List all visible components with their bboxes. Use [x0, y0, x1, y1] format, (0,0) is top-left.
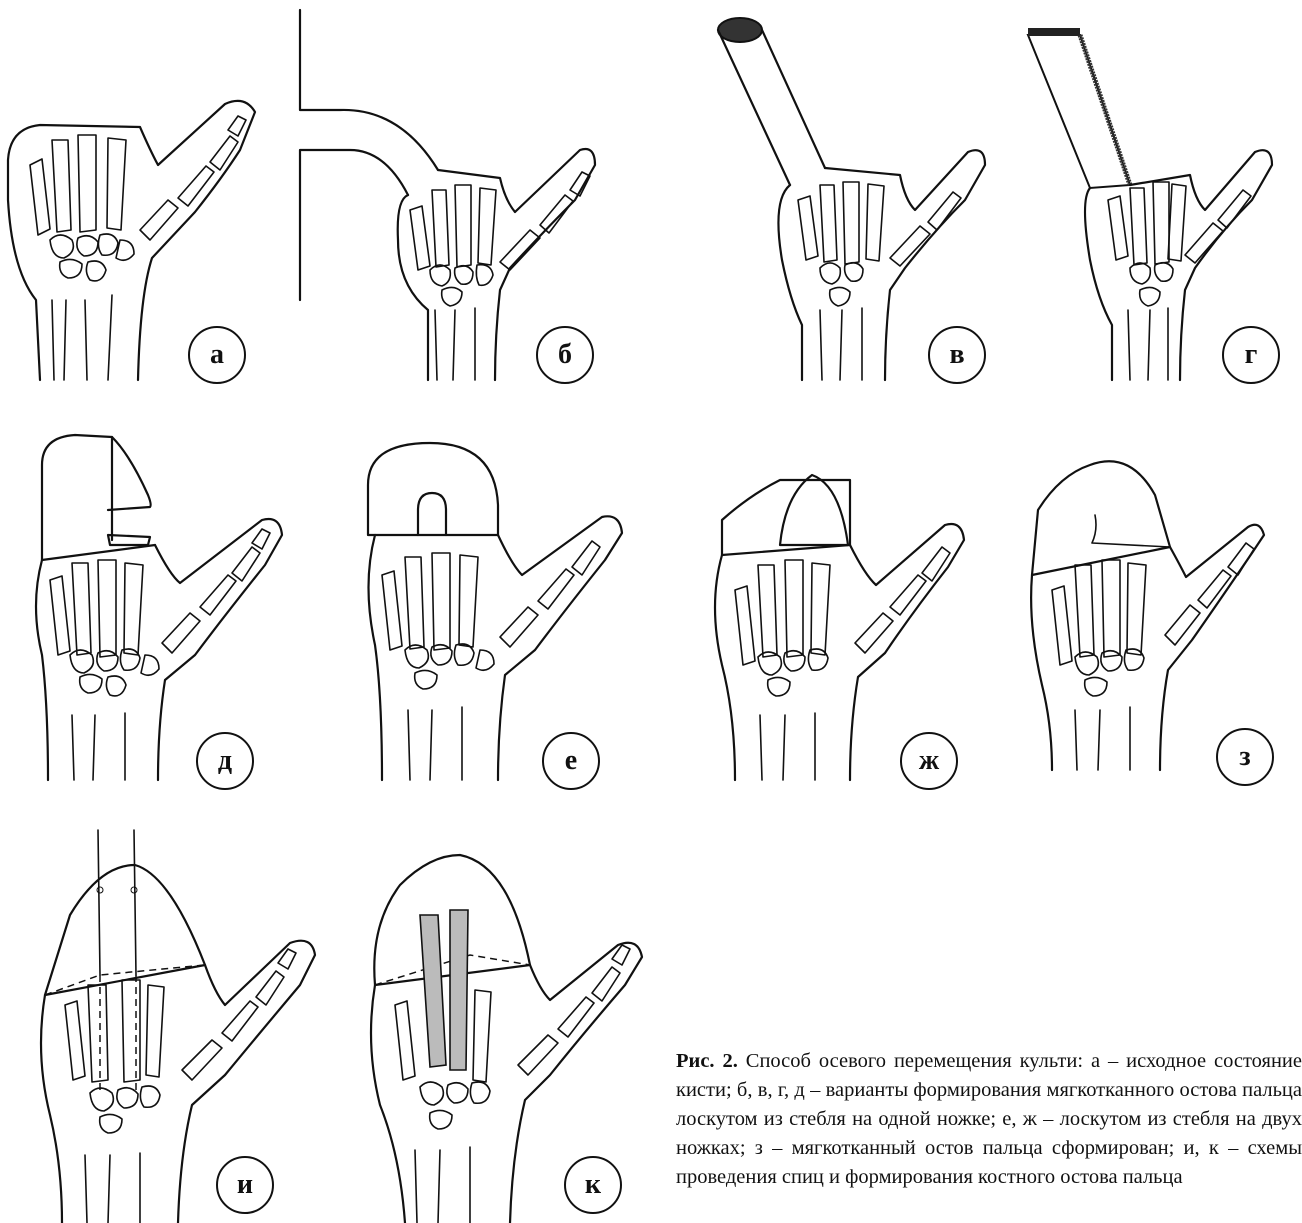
panel-label-g: г [1222, 326, 1280, 384]
panel-zh: ж [700, 425, 1000, 795]
panel-z: з [1020, 425, 1302, 795]
panel-label-b: б [536, 326, 594, 384]
panel-label-a: а [188, 326, 246, 384]
panel-g: г [1020, 0, 1302, 400]
panel-label-d: д [196, 732, 254, 790]
panel-label-z: з [1216, 728, 1274, 786]
panel-label-e: е [542, 732, 600, 790]
hand-drawing-k [360, 825, 670, 1223]
caption-text: Способ осевого перемещения культи: а – и… [676, 1050, 1302, 1188]
panel-label-v: в [928, 326, 986, 384]
hand-drawing-zh [700, 425, 1000, 795]
panel-e: е [340, 425, 660, 795]
hand-drawing-i [0, 825, 340, 1223]
panel-label-k: к [564, 1156, 622, 1214]
hand-drawing-e [340, 425, 660, 795]
panel-i: и [0, 825, 340, 1223]
panel-label-i: и [216, 1156, 274, 1214]
panel-label-zh: ж [900, 732, 958, 790]
caption-prefix: Рис. 2. [676, 1050, 738, 1072]
panel-v: в [710, 0, 1010, 400]
figure-caption: Рис. 2. Способ осевого перемещения культ… [676, 1047, 1302, 1192]
panel-d: д [0, 425, 300, 795]
hand-drawing-d [0, 425, 300, 795]
panel-a: а [0, 0, 270, 400]
panel-b: б [290, 0, 610, 400]
panel-k: к [360, 825, 670, 1223]
